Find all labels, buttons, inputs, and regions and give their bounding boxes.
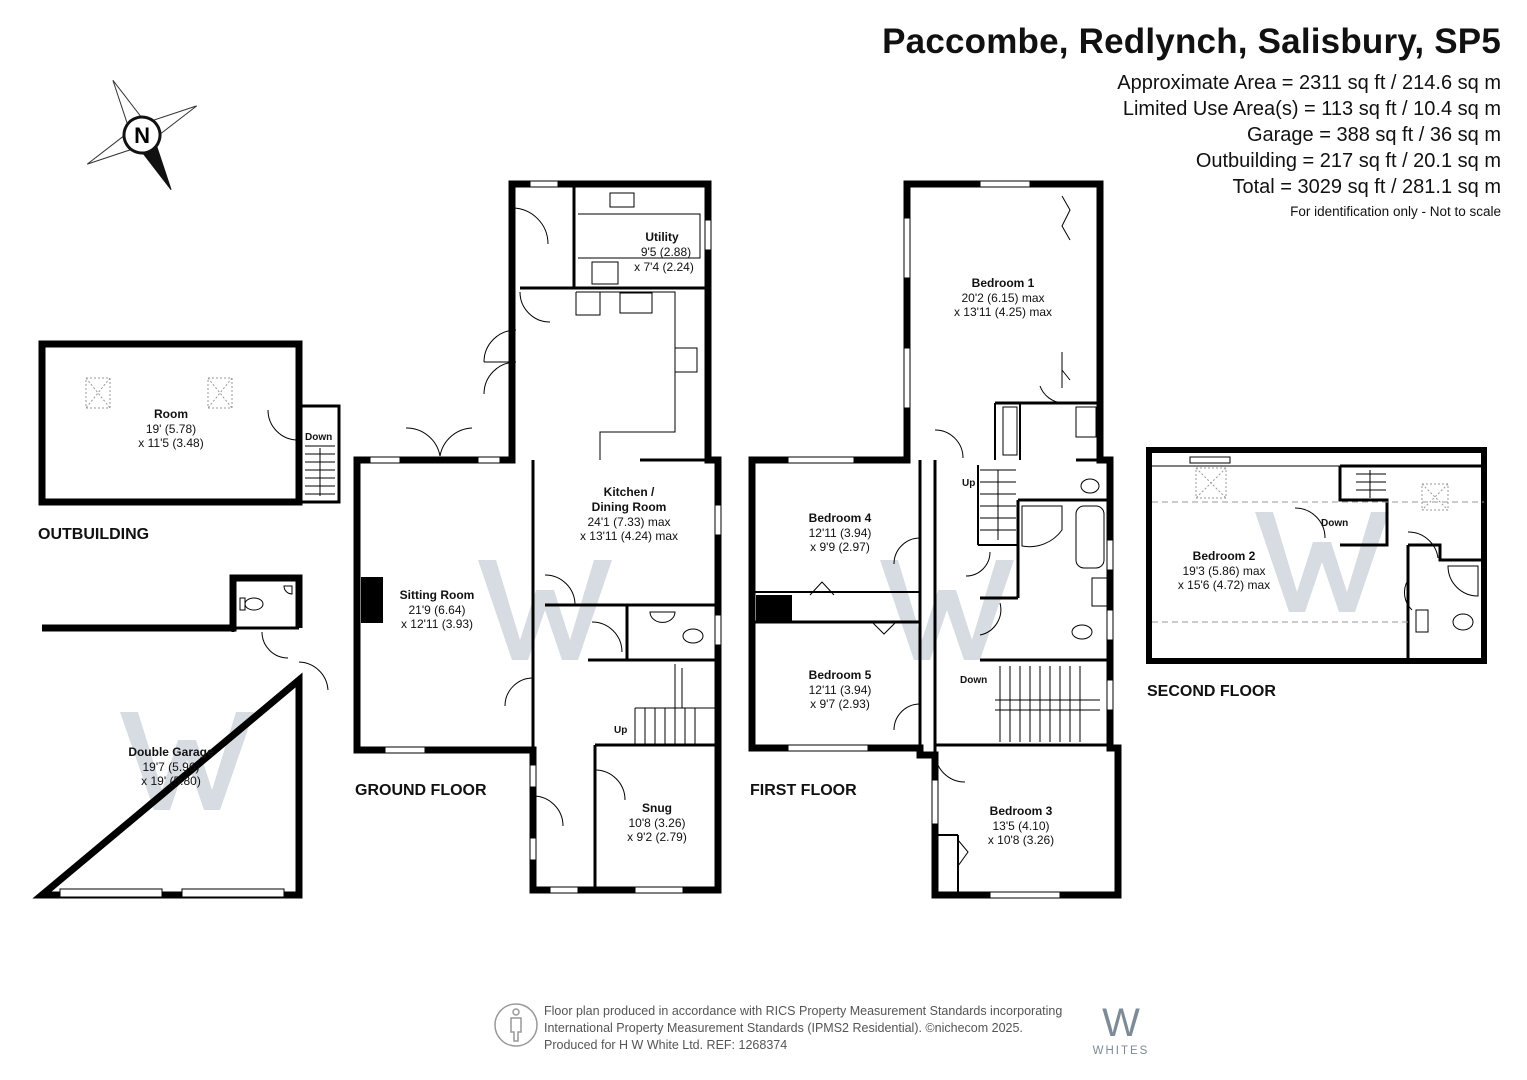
ground-up-label: Up <box>614 725 627 736</box>
outbuilding-stairs <box>305 445 335 496</box>
bedroom4-dims2: x 9'9 (2.97) <box>810 540 870 554</box>
watermark-w-icon <box>120 712 254 810</box>
second-down-label: Down <box>1321 518 1348 529</box>
first-stairs <box>980 469 1100 742</box>
bath-icon <box>1075 505 1105 569</box>
garage-plan <box>32 574 329 899</box>
utility-dims2: x 7'4 (2.24) <box>634 260 694 274</box>
bedroom2-dims2: x 15'6 (4.72) max <box>1178 578 1270 592</box>
snug-dims2: x 9'2 (2.79) <box>627 830 687 844</box>
ground-floor-plan <box>353 180 722 894</box>
garage-name: Double Garage <box>128 745 214 759</box>
header: Paccombe, Redlynch, Salisbury, SP5 Appro… <box>882 22 1501 219</box>
footer-line1: Floor plan produced in accordance with R… <box>544 1004 1063 1018</box>
utility-sink-icon <box>591 261 619 285</box>
bedroom3-dims2: x 10'8 (3.26) <box>988 833 1054 847</box>
bedroom2-name: Bedroom 2 <box>1193 549 1256 563</box>
kitchen-dims1: 24'1 (7.33) max <box>588 515 671 529</box>
bedroom5-name: Bedroom 5 <box>809 668 872 682</box>
brand-logo: W WHITES <box>1093 1001 1150 1057</box>
outbuilding-room-dims1: 19' (5.78) <box>146 422 196 436</box>
compass-rose: N <box>86 79 198 191</box>
sink-icon <box>1075 406 1097 438</box>
second-floor-label: SECOND FLOOR <box>1147 683 1276 700</box>
first-windows <box>787 180 1114 899</box>
bedroom3-dims1: 13'5 (4.10) <box>993 819 1050 833</box>
compass-north-label: N <box>134 123 150 148</box>
second-floor-plan <box>1146 447 1487 664</box>
brand-mark: W <box>1102 1001 1140 1045</box>
watermark-w-icon <box>880 560 1014 660</box>
garage-dims2: x 19' (5.80) <box>141 774 201 788</box>
sitting-room-name: Sitting Room <box>400 588 475 602</box>
second-skylight-icon <box>1195 467 1449 511</box>
garage-dims1: 19'7 (5.96) <box>143 760 200 774</box>
outbuilding-area: Outbuilding = 217 sq ft / 20.1 sq m <box>1195 150 1501 172</box>
bedroom4-name: Bedroom 4 <box>809 511 872 525</box>
ground-floor-label: GROUND FLOOR <box>355 782 487 799</box>
outbuilding-room-name: Room <box>154 407 188 421</box>
garage-area: Garage = 388 sq ft / 36 sq m <box>1246 124 1501 146</box>
bedroom5-dims1: 12'11 (3.94) <box>809 683 872 697</box>
footer-line3: Produced for H W White Ltd. REF: 1268374 <box>544 1038 788 1052</box>
bedroom5-dims2: x 9'7 (2.93) <box>810 697 870 711</box>
kitchen-name2: Dining Room <box>592 500 667 514</box>
first-up-label: Up <box>962 478 975 489</box>
ground-windows <box>369 180 722 894</box>
brand-name: WHITES <box>1093 1045 1150 1057</box>
first-down-label: Down <box>960 675 987 686</box>
footer-note: Floor plan produced in accordance with R… <box>544 1003 1062 1054</box>
hob-icon <box>674 347 698 373</box>
garage-wc-icon <box>239 585 293 611</box>
utility-dims1: 9'5 (2.88) <box>641 245 691 259</box>
snug-dims1: 10'8 (3.26) <box>629 816 686 830</box>
kitchen-sink-icon <box>619 292 653 314</box>
bedroom4-dims1: 12'11 (3.94) <box>809 526 872 540</box>
outbuilding-plan <box>38 340 341 506</box>
second-stairs <box>1356 470 1386 498</box>
bedroom1-name: Bedroom 1 <box>972 276 1035 290</box>
bedroom1-dims1: 20'2 (6.15) max <box>962 291 1045 305</box>
kitchen-name1: Kitchen / <box>604 485 655 499</box>
shower-quadrant-icon <box>1021 505 1063 548</box>
first-floor-label: FIRST FLOOR <box>750 782 857 799</box>
bedroom2-dims1: 19'3 (5.86) max <box>1183 564 1266 578</box>
sitting-room-dims1: 21'9 (6.64) <box>409 603 466 617</box>
utility-name: Utility <box>645 230 679 244</box>
person-scale-icon <box>494 1003 538 1047</box>
watermark-w-icon <box>1255 512 1389 612</box>
footer-line2: International Property Measurement Stand… <box>544 1021 1023 1035</box>
outbuilding-down-label: Down <box>305 432 332 443</box>
approx-area: Approximate Area = 2311 sq ft / 214.6 sq… <box>1117 72 1501 94</box>
bedroom1-dims2: x 13'11 (4.25) max <box>954 305 1052 319</box>
identification-note: For identification only - Not to scale <box>1290 204 1501 219</box>
watermark-w-icon <box>478 560 612 660</box>
sitting-room-dims2: x 12'11 (3.93) <box>401 617 473 631</box>
outbuilding-floor-label: OUTBUILDING <box>38 526 149 543</box>
limited-use-area: Limited Use Area(s) = 113 sq ft / 10.4 s… <box>1122 98 1501 120</box>
property-title: Paccombe, Redlynch, Salisbury, SP5 <box>882 22 1501 61</box>
total-area: Total = 3029 sq ft / 281.1 sq m <box>1232 176 1502 198</box>
snug-name: Snug <box>642 801 672 815</box>
kitchen-dims2: x 13'11 (4.24) max <box>580 529 678 543</box>
first-floor-plan <box>748 180 1122 899</box>
shower-icon <box>1002 406 1018 456</box>
skylight-icon <box>85 377 233 409</box>
outbuilding-room-dims2: x 11'5 (3.48) <box>138 436 203 450</box>
second-shower-icon <box>1447 565 1479 597</box>
ground-stairs <box>634 664 718 745</box>
bedroom3-name: Bedroom 3 <box>990 804 1053 818</box>
